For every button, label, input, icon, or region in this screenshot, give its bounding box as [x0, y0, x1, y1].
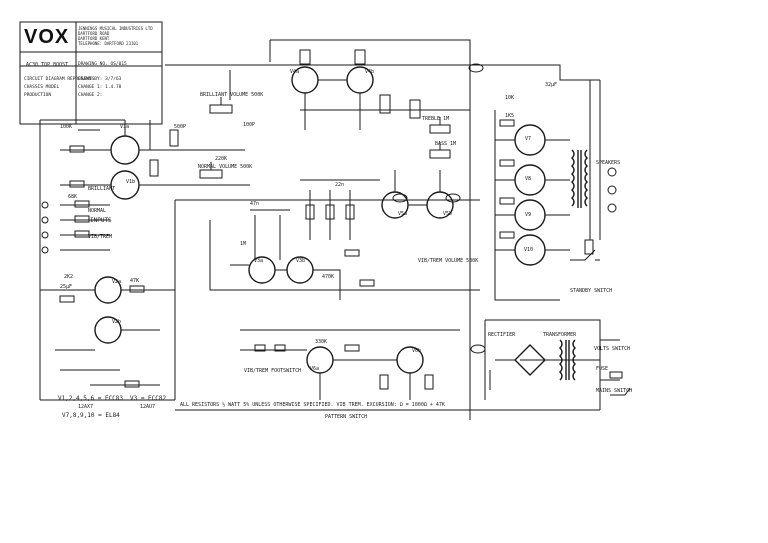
mains-transformer — [559, 339, 576, 381]
v2-stage — [40, 276, 175, 388]
circuit-rails — [39, 39, 601, 420]
label-bass: BASS 1M — [435, 141, 456, 147]
change1-label: CHANGE 1: — [78, 85, 103, 90]
label-c22n: 22n — [335, 182, 344, 188]
v4-v5-stage — [291, 49, 454, 219]
output-transformer — [571, 149, 588, 208]
address-block: JENNINGS MUSICAL INDUSTRIES LTD DARTFORD… — [78, 26, 160, 46]
label-mains-switch: MAINS SWITCH — [596, 388, 632, 394]
change1-value: 1.4.78 — [105, 85, 122, 90]
label-c32uf: 32µF — [545, 82, 557, 88]
label-volts-switch: VOLTS SWITCH — [594, 346, 630, 352]
label-v7: V7 — [525, 136, 531, 142]
label-v6b: V6b — [412, 348, 421, 354]
tremolo-stage — [230, 249, 434, 400]
tube-v1b — [110, 170, 140, 200]
vox-logo: VOX — [24, 26, 70, 48]
label-standby: STANDBY SWITCH — [570, 288, 612, 294]
label-r1m: 1M — [240, 241, 246, 247]
label-vibtrem: VIB/TREM — [88, 234, 112, 240]
label-fuse: FUSE — [596, 366, 608, 372]
drawn-by-label: DRAWN BY: — [78, 77, 103, 82]
label-inputs: INPUTS — [90, 217, 112, 224]
label-footswitch: VIB/TREM FOOTSWITCH — [244, 368, 301, 374]
drawn-by: DRAWN BY: 3/7/63 CHANGE 1: 1.4.78 CHANGE… — [78, 76, 121, 100]
label-c500p: 500P — [174, 124, 186, 130]
label-v3b: V3b — [296, 258, 305, 264]
label-v4a: V4a — [290, 69, 299, 75]
label-r2k2: 2K2 — [64, 274, 73, 280]
label-pattern-switch: PATTERN SWITCH — [325, 414, 367, 420]
legend-line2: V3 = ECC82 — [130, 395, 167, 402]
address-line: JENNINGS MUSICAL INDUSTRIES LTD — [78, 26, 153, 31]
speaker-jacks — [607, 167, 617, 213]
label-v1b: V1b — [126, 179, 135, 185]
label-c25uf: 25µF — [60, 284, 72, 290]
label-transformer: TRANSFORMER — [543, 332, 577, 338]
label-rectifier: RECTIFIER — [488, 332, 516, 338]
label-normal-volume: NORMAL VOLUME 500K — [198, 164, 252, 170]
title-block-frame — [19, 21, 163, 125]
label-v4b: V4b — [365, 69, 374, 75]
drawn-by-value: 3/7/63 — [105, 77, 122, 82]
label-r10k: 10K — [505, 95, 514, 101]
label-r220k: 220K — [215, 156, 227, 162]
standby-switch — [570, 239, 600, 261]
label-c100p: 100P — [243, 122, 255, 128]
label-brilliant-volume: BRILLIANT VOLUME 500K — [200, 92, 263, 98]
label-v5b: V5b — [443, 211, 452, 217]
label-v6a: V6a — [310, 366, 319, 372]
tube-v1a — [110, 135, 140, 165]
input-stage — [41, 120, 200, 254]
subtitle-line: CHASSIS MODEL — [24, 85, 60, 90]
input-wiring — [60, 120, 200, 251]
label-speakers: SPEAKERS — [596, 160, 620, 166]
subtitle-line: CIRCUIT DIAGRAM REPRESENTS — [24, 77, 95, 82]
label-v10: V10 — [524, 247, 533, 253]
label-brilliant: BRILLIANT — [88, 186, 115, 192]
label-r47k: 47K — [130, 278, 139, 284]
subtitle-line: PRODUCTION — [24, 93, 52, 98]
tone-stack — [250, 179, 380, 260]
label-v2a: V2a — [112, 279, 121, 285]
title-block: VOX JENNINGS MUSICAL INDUSTRIES LTD DART… — [20, 22, 162, 124]
power-amp — [495, 119, 617, 266]
label-v2b: V2b — [112, 319, 121, 325]
label-v8: V8 — [525, 176, 531, 182]
address-line: DARTFORD ROAD — [78, 31, 110, 36]
label-c47n: 47n — [250, 201, 259, 207]
input-jacks — [41, 145, 90, 254]
power-supply — [489, 339, 631, 396]
rectifier-bridge — [514, 344, 546, 376]
change2-label: CHANGE 2: — [78, 93, 103, 98]
schematic-labels: V1a V1b V2a V2b V3a V3b V4a V4b V5a V5b … — [60, 69, 632, 420]
label-vibtrem-volume: VIB/TREM VOLUME 500K — [418, 258, 478, 264]
label-v1a: V1a — [120, 124, 129, 130]
address-line: TELEPHONE: DARTFORD 23101 — [78, 41, 139, 46]
drawing-number: DRAWING NO. OS/015 — [78, 62, 127, 67]
legend-line1b: 12AX7 — [78, 404, 93, 410]
legend-line1: V1,2,4,5,6 = ECC83 — [58, 395, 123, 402]
amp-name: AC30 TOP BOOST — [26, 62, 69, 68]
subtitle-block: CIRCUIT DIAGRAM REPRESENTS CHASSIS MODEL… — [24, 76, 94, 100]
label-v5a: V5a — [398, 211, 407, 217]
address-line: DARTFORD KENT — [78, 36, 110, 41]
label-r330k: 330K — [315, 339, 327, 345]
label-normal: NORMAL — [88, 208, 106, 214]
label-r100k: 100K — [60, 124, 72, 130]
tube-legend: V1,2,4,5,6 = ECC83 12AX7 V3 = ECC82 12AU… — [58, 395, 167, 419]
test-points — [392, 63, 486, 354]
label-r68k: 68K — [68, 194, 77, 200]
legend-line2b: 12AU7 — [140, 404, 155, 410]
label-v9: V9 — [525, 212, 531, 218]
footer-note: ALL RESISTORS ½ WATT 5% UNLESS OTHERWISE… — [180, 401, 445, 408]
legend-line3: V7,8,9,10 = EL84 — [62, 412, 120, 419]
label-r470k: 470K — [322, 274, 334, 280]
volume-controls — [149, 97, 250, 186]
label-treble: TREBLE 1M — [422, 116, 449, 122]
label-r1k5: 1K5 — [505, 113, 514, 119]
label-v3a: V3a — [254, 258, 263, 264]
